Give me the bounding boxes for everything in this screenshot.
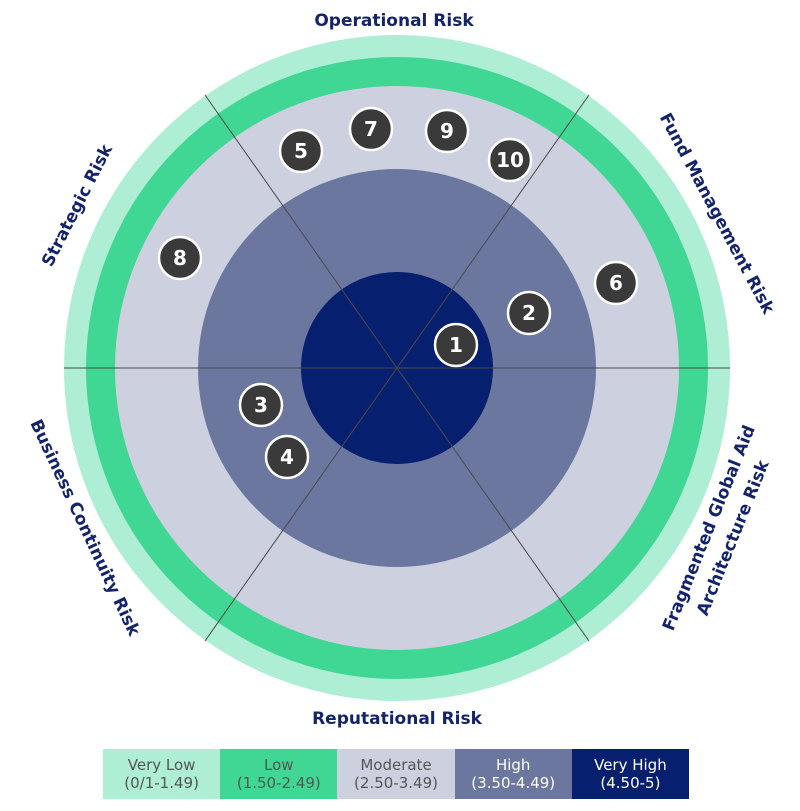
segment-dividers xyxy=(64,94,730,642)
legend-level-name: Low xyxy=(264,756,294,774)
risk-marker-6[interactable]: 6 xyxy=(593,260,639,306)
legend-low: Low (1.50-2.49) xyxy=(220,749,338,799)
risk-marker-7[interactable]: 7 xyxy=(348,106,394,152)
risk-marker-8[interactable]: 8 xyxy=(157,235,203,281)
risk-marker-label: 4 xyxy=(280,445,294,469)
risk-marker-label: 7 xyxy=(364,117,378,141)
segment-label-reputational: Reputational Risk xyxy=(312,709,482,729)
legend-level-range: (4.50-5) xyxy=(600,774,661,792)
risk-marker-label: 9 xyxy=(440,119,454,143)
legend-level-name: High xyxy=(495,756,531,774)
legend-very-low: Very Low (0/1-1.49) xyxy=(103,749,221,799)
risk-marker-label: 8 xyxy=(173,246,187,270)
legend-level-name: Moderate xyxy=(360,756,432,774)
risk-marker-label: 6 xyxy=(609,271,623,295)
legend-moderate: Moderate (2.50-3.49) xyxy=(337,749,455,799)
legend-level-range: (0/1-1.49) xyxy=(124,774,199,792)
legend-level-range: (2.50-3.49) xyxy=(354,774,438,792)
risk-marker-label: 10 xyxy=(496,148,524,172)
divider-line xyxy=(204,94,590,642)
risk-radar-diagram: Operational Risk Fund Management Risk Fr… xyxy=(25,11,778,729)
legend-level-range: (1.50-2.49) xyxy=(236,774,321,792)
legend-level-name: Very High xyxy=(594,756,667,774)
risk-marker-label: 5 xyxy=(294,139,308,163)
risk-marker-3[interactable]: 3 xyxy=(238,382,284,428)
segment-label-operational: Operational Risk xyxy=(314,11,474,31)
legend-level-name: Very Low xyxy=(127,756,196,774)
risk-level-legend: Very Low (0/1-1.49) Low (1.50-2.49) Mode… xyxy=(103,749,690,799)
risk-marker-10[interactable]: 10 xyxy=(487,137,533,183)
risk-marker-4[interactable]: 4 xyxy=(264,434,310,480)
legend-level-range: (3.50-4.49) xyxy=(471,774,556,792)
risk-marker-label: 3 xyxy=(254,393,268,417)
risk-marker-label: 2 xyxy=(522,301,536,325)
risk-marker-2[interactable]: 2 xyxy=(506,290,552,336)
risk-marker-1[interactable]: 1 xyxy=(433,322,479,368)
legend-high: High (3.50-4.49) xyxy=(454,749,572,799)
risk-marker-9[interactable]: 9 xyxy=(424,108,470,154)
risk-marker-label: 1 xyxy=(449,333,463,357)
legend-very-high: Very High (4.50-5) xyxy=(571,749,690,799)
risk-marker-5[interactable]: 5 xyxy=(278,128,324,174)
